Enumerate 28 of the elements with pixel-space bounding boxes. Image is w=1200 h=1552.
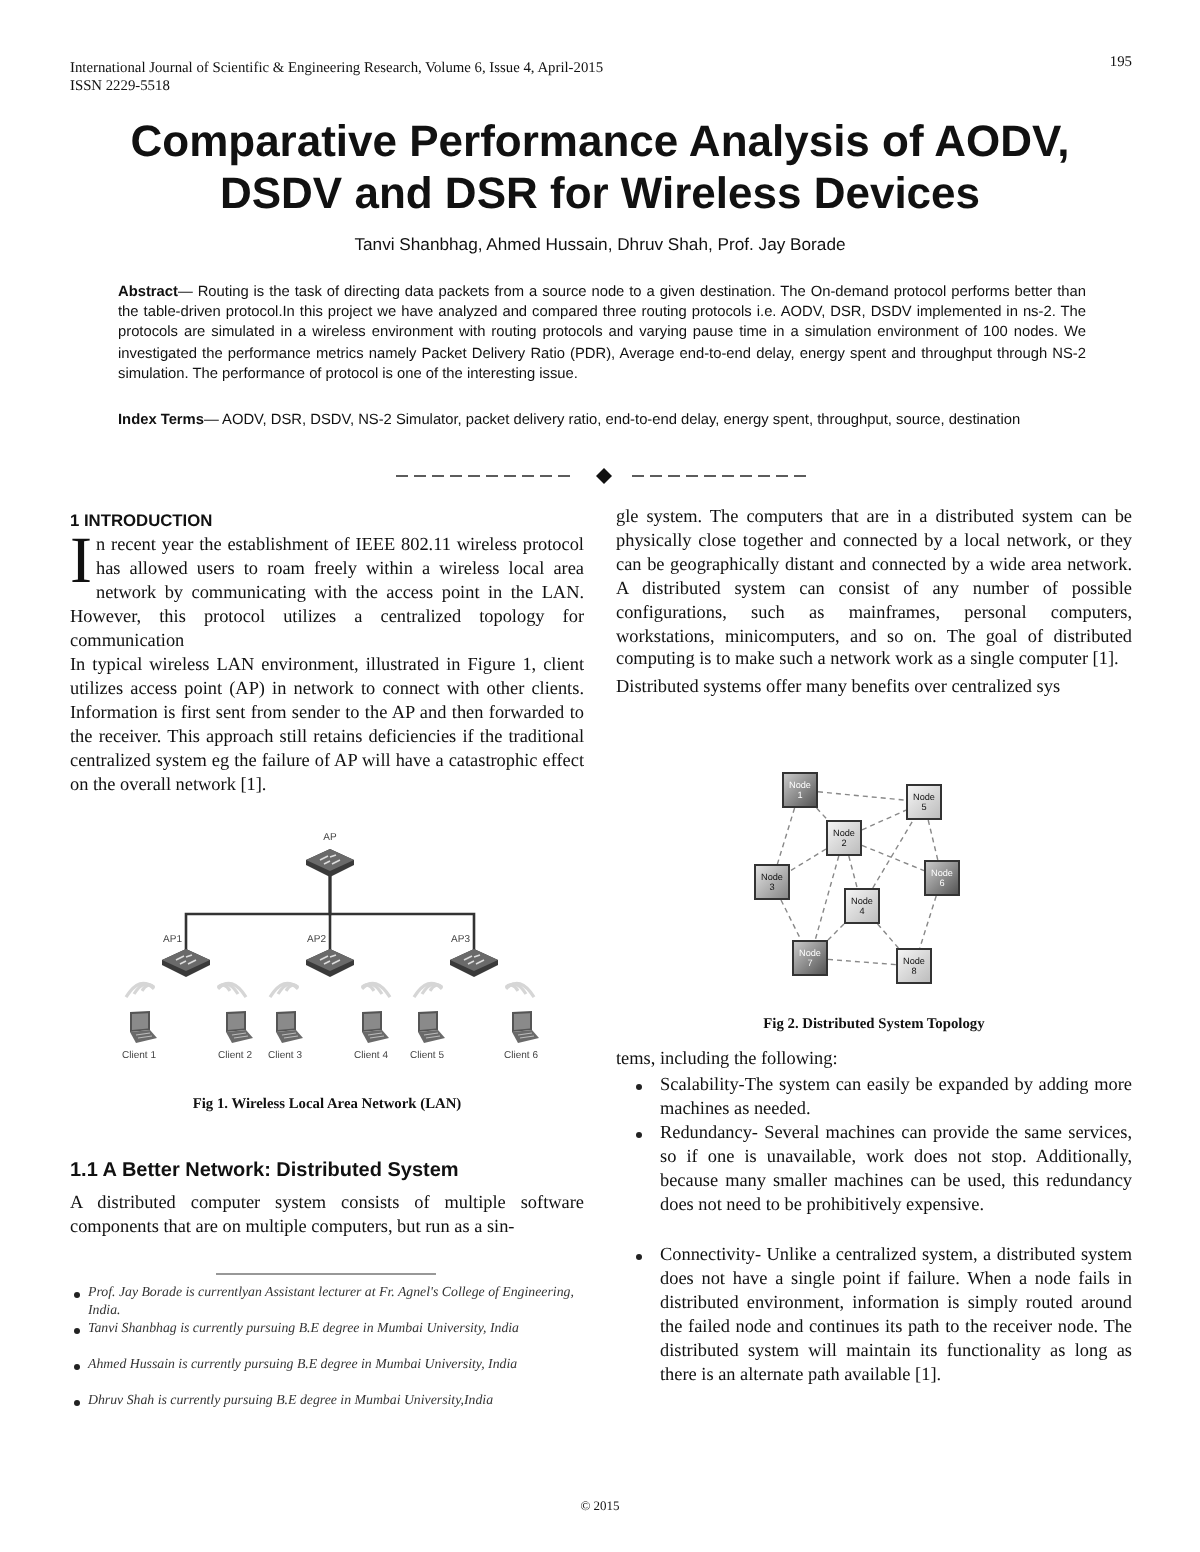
connection-line — [776, 807, 796, 865]
connection-line — [872, 819, 914, 889]
body-paragraph: tems, including the following: — [616, 1048, 840, 1072]
connection-line — [848, 855, 858, 889]
author-list: Tanvi Shanbhag, Ahmed Hussain, Dhruv Shah, Prof. Jay Borade — [70, 234, 1130, 254]
connection-line — [827, 958, 897, 966]
connection-line — [789, 848, 827, 872]
body-paragraph: A distributed computer system consists of multiple software components that are on multiple computers, but run as a sin- — [70, 1192, 584, 1240]
bullet-item: Connectivity- Unlike a centralized system, a distributed system does not have a single point if failure. When a node fails in distributed environment, information is simply routed around the failed node and continues its path to the receiver node. The distributed system will maintain its functionality as long as there is an alternate path available [1]. — [660, 1244, 1132, 1387]
network-cable — [328, 874, 476, 950]
subsection-heading: 1.1 A Better Network: Distributed System — [70, 1160, 461, 1182]
body-paragraph: Distributed systems offer many benefits over centralized sys — [616, 676, 1063, 700]
paper-title: Comparative Performance Analysis of AODV, DSDV and DSR for Wireless Devices — [128, 116, 1072, 220]
bullet-item: Redundancy- Several machines can provide the same services, so if one is unavailable, work does not stop. Additionally, because many smaller machines can be used, this redundancy does not need to be prohibitively expensive. — [660, 1122, 1132, 1218]
connection-line — [876, 923, 900, 949]
connection-line — [927, 819, 939, 861]
connection-line — [827, 923, 845, 941]
connection-line — [919, 895, 937, 949]
section-heading: 1 INTRODUCTION — [70, 510, 215, 530]
body-paragraph: gle system. The computers that are in a distributed system can be physically close together and connected by a local network, or they can be geographically distant and connected by a wide area network. A distributed system can consist of any number of possible configurations, such as mainframes, personal computers, workstations, minicomputers, and so on. The goal of distributed computing is to make such a network work as a single computer [1]. — [616, 506, 1132, 673]
connection-line — [780, 899, 802, 941]
connection-line — [814, 855, 840, 941]
bullet-item: Scalability-The system can easily be expanded by adding more machines as needed. — [660, 1074, 1132, 1122]
connection-line — [861, 809, 907, 831]
connection-line — [815, 807, 829, 821]
body-paragraph: In typical wireless LAN environment, illustrated in Figure 1, client utilizes access point (AP) in network to connect with other clients. Information is first sent from sender to the AP and then forwarded to the receiver. This approach still retains deficiencies if the traditional centralized system eg the failure of AP will have a catastrophic effect on the overall network [1]. — [70, 654, 584, 797]
connection-line — [861, 844, 925, 872]
connection-line — [817, 791, 907, 801]
